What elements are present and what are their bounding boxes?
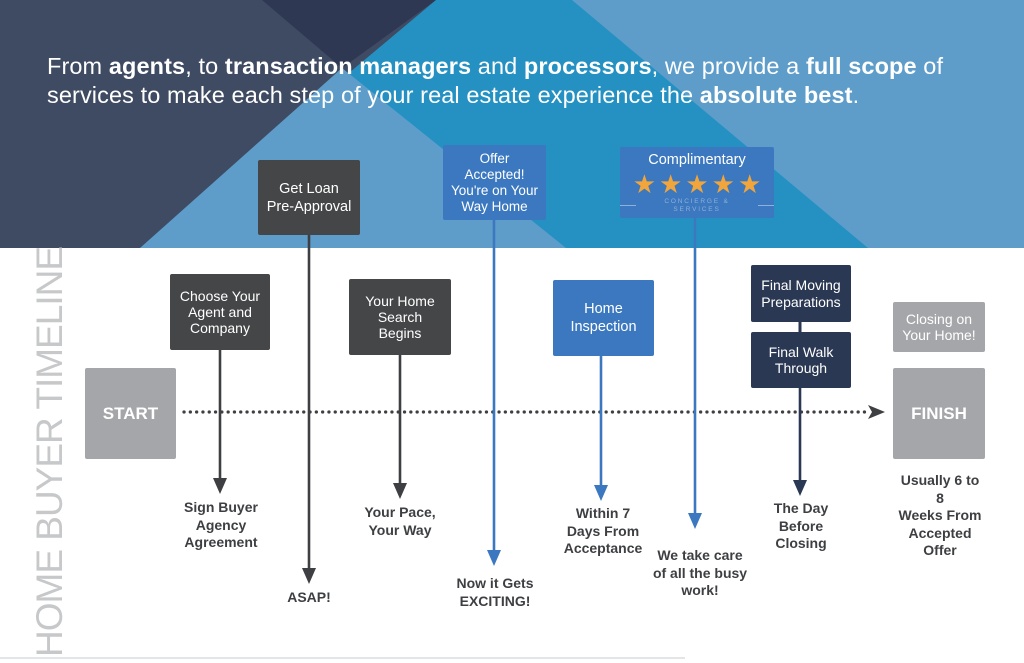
bg-navy-triangle	[262, 0, 436, 68]
step-home-inspection: Home Inspection	[553, 280, 654, 356]
bottom-divider	[0, 657, 685, 659]
closing-box: Closing on Your Home!	[893, 302, 985, 352]
header-background	[0, 0, 1024, 248]
header-banner: From agents, to transaction managers and…	[0, 0, 1024, 248]
headline-text: .	[852, 82, 860, 108]
headline-text: , to	[185, 53, 225, 79]
note-home-inspection: Within 7 Days From Acceptance	[563, 505, 643, 556]
note-home-search: Your Pace, Your Way	[364, 504, 436, 538]
star-icon: ★	[685, 168, 709, 199]
star-icon: ★	[737, 168, 762, 199]
step-choose-agent: Choose Your Agent and Company	[170, 274, 270, 350]
arrow-down-icon	[302, 568, 316, 584]
headline-emphasis: full scope	[805, 53, 917, 79]
note-finish: Usually 6 to 8 Weeks From Accepted Offer	[898, 472, 982, 558]
arrow-down-icon	[213, 478, 227, 494]
star-rating: ★★★★★	[633, 171, 762, 197]
headline-emphasis: transaction managers	[224, 53, 472, 79]
arrow-down-icon	[393, 483, 407, 499]
start-box: START	[85, 368, 176, 459]
headline-emphasis: absolute best	[699, 82, 853, 108]
headline-text: and	[471, 53, 524, 79]
star-icon: ★	[659, 168, 683, 199]
timeline-arrowhead-icon	[868, 405, 885, 419]
concierge-subtitle: CONCIERGE & SERVICES	[664, 197, 730, 213]
step-final-walkthrough: Final Walk Through	[751, 332, 851, 388]
note-choose-agent: Sign Buyer Agency Agreement	[184, 499, 258, 550]
note-final-walkthrough: The Day Before Closing	[773, 500, 829, 551]
arrow-down-icon	[594, 485, 608, 501]
finish-box: FINISH	[893, 368, 985, 459]
concierge-logo: CONCIERGE & SERVICES	[620, 197, 775, 214]
rule-right	[758, 205, 775, 206]
headline-emphasis: agents	[108, 53, 186, 79]
step-complimentary-concierge: Complimentary ★★★★★ CONCIERGE & SERVICES	[620, 147, 775, 218]
step-loan-preapproval: Get Loan Pre-Approval	[258, 160, 360, 235]
note-loan-preapproval: ASAP!	[287, 589, 331, 605]
step-final-moving: Final Moving Preparations	[751, 265, 851, 322]
note-offer-accepted: Now it Gets EXCITING!	[456, 575, 534, 609]
headline: From agents, to transaction managers and…	[47, 52, 1007, 110]
headline-text: of services to make each step of your re…	[47, 53, 944, 108]
headline-emphasis: processors	[523, 53, 652, 79]
complimentary-title: Complimentary	[648, 151, 746, 168]
step-offer-accepted: Offer Accepted! You're on Your Way Home	[443, 145, 546, 220]
headline-text: From	[47, 53, 109, 79]
headline-text: , we provide a	[651, 53, 806, 79]
arrow-down-icon	[793, 480, 807, 496]
arrow-down-icon	[487, 550, 501, 566]
step-home-search: Your Home Search Begins	[349, 279, 451, 355]
rule-left	[620, 205, 636, 206]
bg-light-blue-right	[572, 0, 1024, 248]
star-icon: ★	[711, 168, 735, 199]
star-icon: ★	[632, 168, 657, 199]
note-complimentary: We take care of all the busy work!	[652, 547, 748, 598]
arrow-down-icon	[688, 513, 702, 529]
